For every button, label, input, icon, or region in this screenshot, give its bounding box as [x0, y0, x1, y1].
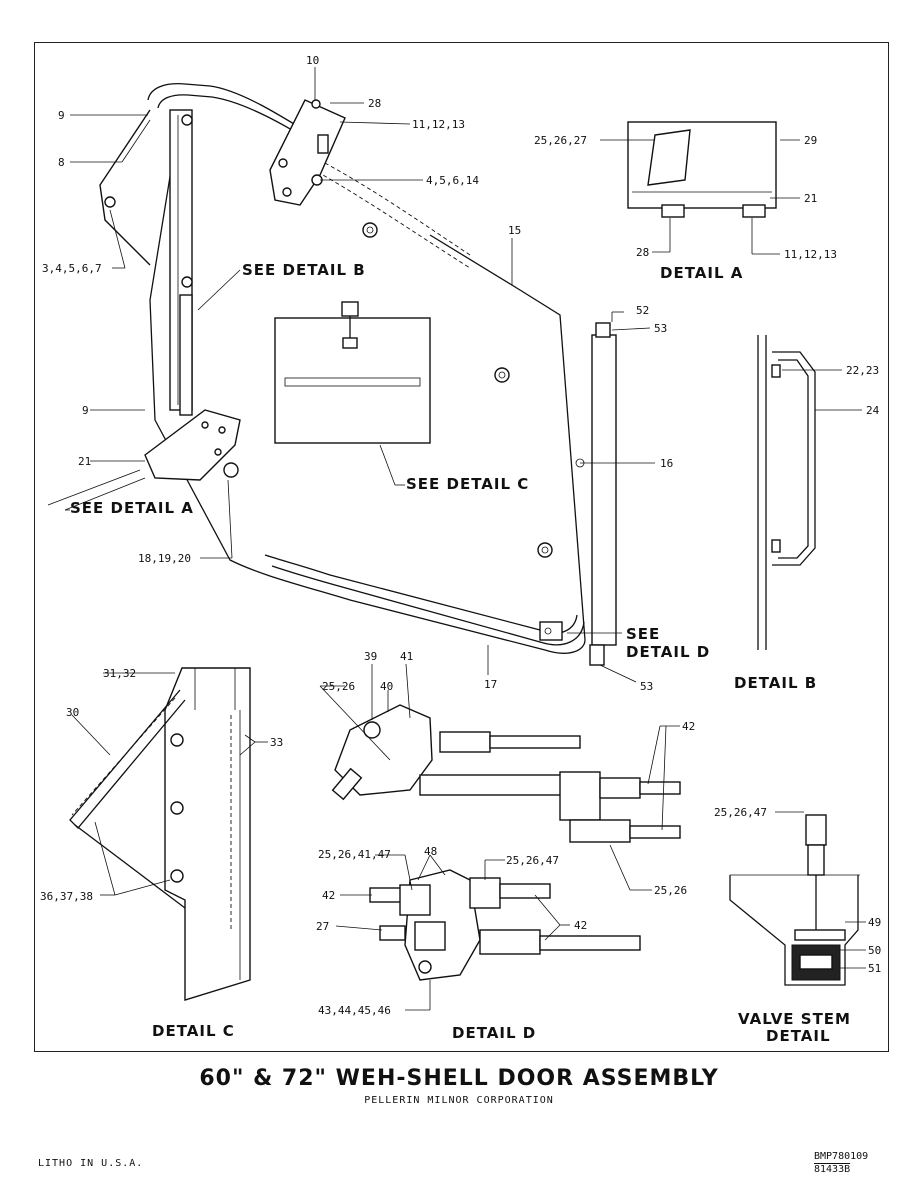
callout-42b: 42: [322, 889, 335, 902]
drawing-border: [34, 42, 889, 1052]
see-detail-b-label: SEE DETAIL B: [242, 261, 366, 279]
document-number: BMP780109 81433B: [814, 1150, 868, 1176]
callout-53b: 53: [640, 680, 653, 693]
callout-28b: 28: [636, 246, 649, 259]
callout-36-37-38: 36,37,38: [40, 890, 93, 903]
callout-53: 53: [654, 322, 667, 335]
callout-33: 33: [270, 736, 283, 749]
callout-25-26-27: 25,26,27: [534, 134, 587, 147]
callout-51: 51: [868, 962, 881, 975]
callout-21: 21: [78, 455, 91, 468]
callout-48: 48: [424, 845, 437, 858]
detail-d-upper-drawing: [319, 663, 681, 891]
callout-labels: 10 28 11,12,13 9 8 4,5,6,14 3,4,5,6,7 15…: [40, 54, 881, 1017]
callout-24: 24: [866, 404, 880, 417]
callout-11-12-13: 11,12,13: [412, 118, 465, 131]
callout-41: 41: [400, 650, 413, 663]
callout-52: 52: [636, 304, 649, 317]
main-leaders: [47, 67, 655, 683]
manufacturer-name: PELLERIN MILNOR CORPORATION: [364, 1095, 554, 1106]
callout-31-32: 31,32: [103, 667, 136, 680]
callout-4-5-6-14: 4,5,6,14: [426, 174, 479, 187]
detail-a-drawing: [600, 121, 800, 255]
page-title: 60" & 72" WEH-SHELL DOOR ASSEMBLY: [199, 1066, 719, 1091]
callout-49: 49: [868, 916, 881, 929]
see-detail-c-label: SEE DETAIL C: [406, 475, 529, 493]
callout-25-26-47b: 25,26,47: [714, 806, 767, 819]
callout-25-26b: 25,26: [654, 884, 687, 897]
callout-25-26-47: 25,26,47: [506, 854, 559, 867]
callout-42c: 42: [574, 919, 587, 932]
callout-50: 50: [868, 944, 881, 957]
detail-d-lower-drawing: [335, 854, 641, 1011]
callout-3-4-5-6-7: 3,4,5,6,7: [42, 262, 102, 275]
detail-c-label: DETAIL C: [152, 1022, 235, 1040]
document-number-2: 81433B: [814, 1164, 851, 1175]
callout-9: 9: [58, 109, 65, 122]
callout-29: 29: [804, 134, 817, 147]
valve-stem-label-2: DETAIL: [766, 1027, 831, 1045]
detail-d-label: DETAIL D: [452, 1024, 536, 1042]
callout-11-12-13b: 11,12,13: [784, 248, 837, 261]
callout-39: 39: [364, 650, 377, 663]
see-detail-a-label: SEE DETAIL A: [70, 499, 194, 517]
callout-17: 17: [484, 678, 497, 691]
callout-25-26-41-47: 25,26,41,47: [318, 848, 391, 861]
main-door-view: [99, 82, 617, 666]
callout-43-44-45-46: 43,44,45,46: [318, 1004, 391, 1017]
callout-16: 16: [660, 457, 673, 470]
callout-21b: 21: [804, 192, 817, 205]
callout-28: 28: [368, 97, 381, 110]
detail-b-label: DETAIL B: [734, 674, 817, 692]
callout-40: 40: [380, 680, 393, 693]
callout-8: 8: [58, 156, 65, 169]
valve-stem-drawing: [729, 811, 866, 986]
see-detail-d-label-2: DETAIL D: [626, 643, 710, 661]
valve-stem-label-1: VALVE STEM: [738, 1010, 851, 1028]
see-detail-d-label-1: SEE: [626, 625, 660, 643]
callout-22-23: 22,23: [846, 364, 879, 377]
detail-b-drawing: [757, 335, 862, 650]
litho-note: LITHO IN U.S.A.: [38, 1158, 144, 1169]
detail-c-drawing: [69, 667, 268, 1001]
callout-18-19-20: 18,19,20: [138, 552, 191, 565]
callout-15: 15: [508, 224, 521, 237]
callout-42: 42: [682, 720, 695, 733]
detail-a-label: DETAIL A: [660, 264, 743, 282]
document-number-1: BMP780109: [814, 1151, 869, 1162]
callout-30: 30: [66, 706, 79, 719]
callout-9b: 9: [82, 404, 89, 417]
callout-27: 27: [316, 920, 329, 933]
detail-headings: DETAIL A DETAIL B DETAIL C DETAIL D VALV…: [70, 261, 851, 1045]
callout-10: 10: [306, 54, 319, 67]
callout-25-26: 25,26: [322, 680, 355, 693]
